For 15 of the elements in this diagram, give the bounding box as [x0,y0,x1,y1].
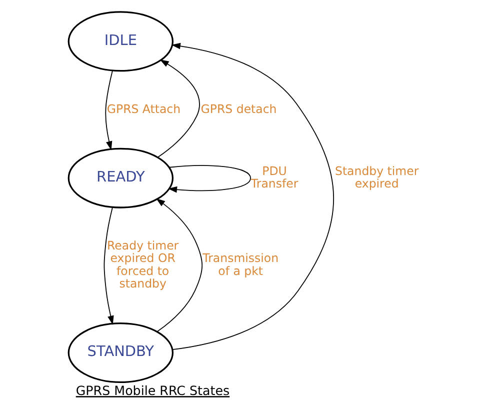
edge-label: Transmission of a pkt [202,251,278,278]
edge-label: GPRS detach [200,102,276,116]
edge-label: Standby timer expired [334,164,418,190]
caption: GPRS Mobile RRC States [75,383,230,398]
node-ellipse: STANDBY [67,322,174,384]
arrow [157,59,200,158]
node-ellipse: IDLE [67,11,174,72]
edge-label: GPRS Attach [106,102,180,116]
arrow [167,165,251,193]
arrow [170,42,334,350]
arrow [104,70,112,150]
edge-label: Ready timer expired OR forced to standby [106,238,178,291]
edge-label: PDU Transfer [250,164,298,190]
arrow [103,206,114,325]
arrow [156,198,202,332]
